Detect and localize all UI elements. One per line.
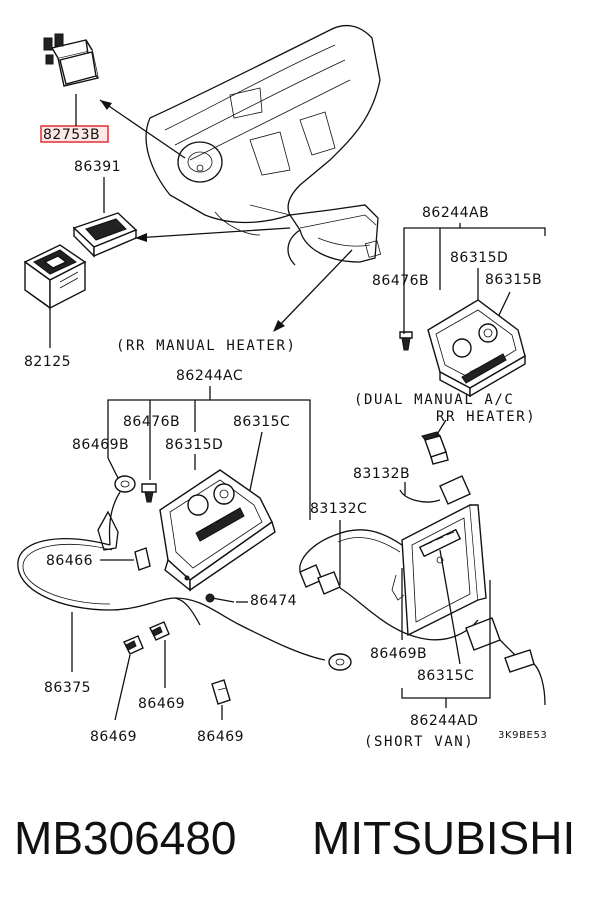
ring-terminal-left — [114, 475, 136, 493]
connector-83132b — [399, 475, 471, 505]
drawing-code: 3K9BE53 — [498, 730, 547, 741]
dashboard-illustration — [145, 24, 382, 266]
caption-rr-manual-heater: (RR MANUAL HEATER) — [116, 338, 297, 354]
footer-brand: MITSUBISHI — [312, 812, 575, 864]
harness-86375 — [17, 510, 352, 671]
bracket-86244ac — [107, 399, 311, 412]
panel-86244ab — [427, 299, 526, 398]
screw-86474 — [205, 593, 235, 603]
label-86469-c[interactable]: 86469 — [197, 729, 244, 745]
label-82125[interactable]: 82125 — [24, 354, 71, 370]
clip-86466 — [134, 547, 151, 571]
switch-82125 — [23, 244, 87, 310]
label-86315c-mid[interactable]: 86315C — [233, 414, 290, 430]
label-86469b-left[interactable]: 86469B — [72, 437, 129, 453]
caption-dual-manual-2: RR HEATER) — [436, 409, 536, 425]
caption-short-van: (SHORT VAN) — [364, 734, 474, 750]
label-86315d-top[interactable]: 86315D — [450, 250, 508, 266]
clips-86469 — [123, 621, 231, 705]
connector-small — [421, 431, 449, 465]
label-82753b[interactable]: 82753B — [43, 127, 100, 143]
label-86244ad[interactable]: 86244AD — [410, 713, 478, 729]
label-86469-b[interactable]: 86469 — [90, 729, 137, 745]
label-86315c-right[interactable]: 86315C — [417, 668, 474, 684]
clip-86476b-mid — [141, 483, 157, 503]
label-86244ac[interactable]: 86244AC — [176, 368, 243, 384]
footer-part-number: MB306480 — [14, 812, 237, 864]
relay-82753b — [43, 33, 99, 87]
label-86244ab[interactable]: 86244AB — [422, 205, 489, 221]
label-83132b[interactable]: 83132B — [353, 466, 410, 482]
panel-86244ac — [159, 469, 276, 592]
bezel-86391 — [72, 212, 138, 258]
label-83132c[interactable]: 83132C — [310, 501, 367, 517]
clip-86476b-top — [399, 331, 413, 351]
label-86469b-right[interactable]: 86469B — [370, 646, 427, 662]
harness-83132c — [299, 529, 546, 706]
label-86391[interactable]: 86391 — [74, 159, 121, 175]
panel-86244ad — [401, 503, 487, 637]
label-86466[interactable]: 86466 — [46, 553, 93, 569]
label-86315d-mid[interactable]: 86315D — [165, 437, 223, 453]
label-86476b-mid[interactable]: 86476B — [123, 414, 180, 430]
label-86474[interactable]: 86474 — [250, 593, 297, 609]
label-86476b-top[interactable]: 86476B — [372, 273, 429, 289]
label-86375[interactable]: 86375 — [44, 680, 91, 696]
label-86469-a[interactable]: 86469 — [138, 696, 185, 712]
bracket-86244ab — [403, 227, 546, 236]
caption-dual-manual-1: (DUAL MANUAL A/C — [354, 392, 514, 408]
label-86315b[interactable]: 86315B — [485, 272, 542, 288]
highlight-box — [40, 125, 109, 143]
